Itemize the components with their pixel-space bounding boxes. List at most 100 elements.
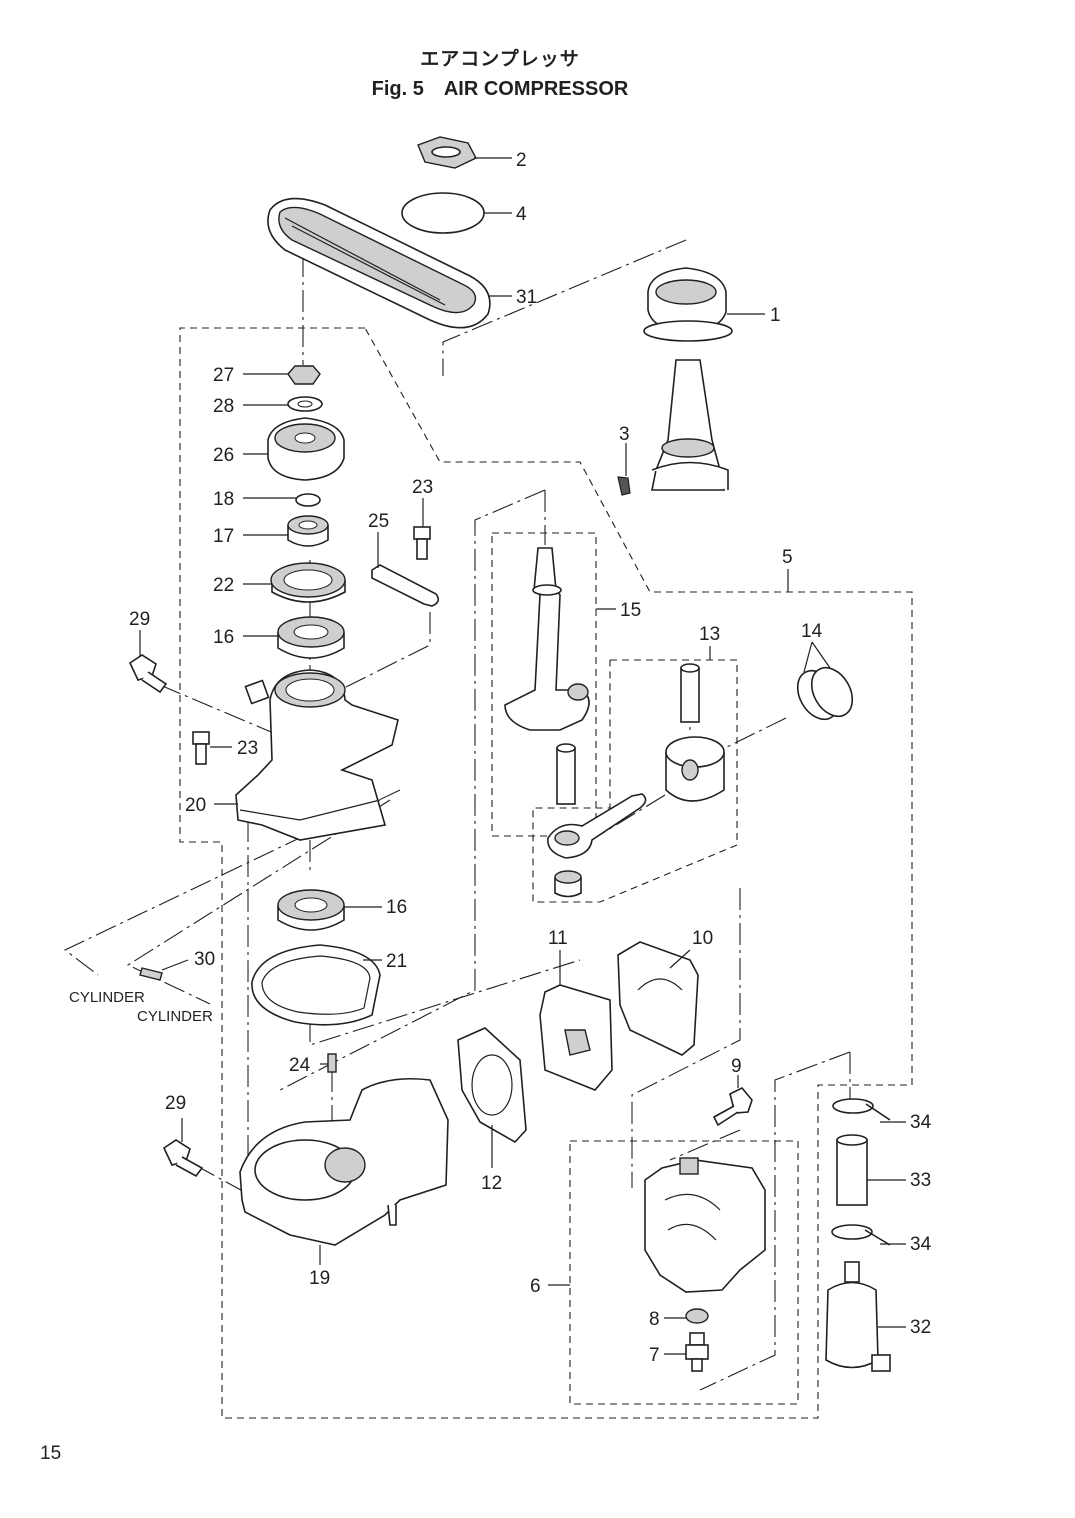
leader-lines: [139, 157, 906, 1355]
callout-16-upper: 16: [213, 627, 234, 648]
clip-34-lower: [831, 1224, 891, 1246]
bolt-29-lower: [162, 1139, 204, 1178]
plate-4: [401, 192, 485, 234]
axis-line: [126, 799, 391, 1005]
title-japanese: エアコンプレッサ: [420, 48, 580, 70]
assembly-5-boundary: [179, 327, 913, 1419]
callout-20: 20: [185, 795, 206, 816]
axis-line: [159, 684, 291, 741]
ring-18: [295, 493, 321, 507]
callout-33: 33: [910, 1170, 931, 1191]
callout-14: 14: [801, 621, 823, 642]
callout-2: 2: [516, 150, 527, 171]
tube-33: [836, 1134, 868, 1206]
gasket-10-contour: [637, 978, 683, 991]
callout-21: 21: [386, 951, 407, 972]
callout-25: 25: [368, 511, 389, 532]
cylinder-reference-2: CYLINDER: [137, 1008, 213, 1025]
gasket-10: [617, 941, 699, 1056]
seal-17: [287, 515, 329, 547]
piston-pin-13: [680, 667, 700, 723]
bearing-16-lower: [277, 889, 345, 931]
bolt-23-upper: [413, 526, 431, 560]
gasket-21-inner: [261, 955, 371, 1015]
callout-17: 17: [213, 526, 234, 547]
crankshaft-15: [504, 547, 590, 731]
callout-29-lower: 29: [165, 1093, 186, 1114]
valve-7: [685, 1332, 709, 1372]
needle-bearing: [554, 870, 582, 898]
callout-31: 31: [516, 287, 537, 308]
crankshaft-15-box: [491, 532, 597, 837]
nut-27: [287, 365, 321, 385]
callout-29-upper: 29: [129, 609, 150, 630]
callout-18: 18: [213, 489, 234, 510]
callout-1: 1: [770, 305, 781, 326]
piston-13-box: [532, 659, 738, 903]
callout-28: 28: [213, 396, 234, 417]
clip-34-upper: [832, 1098, 891, 1121]
callout-6: 6: [530, 1276, 541, 1297]
callout-10: 10: [692, 928, 713, 949]
callout-labels: 1 2 3 4 5 6 7 8 9 10 11 12 13 14 15 16 1…: [69, 150, 932, 1366]
gasket-21: [251, 944, 381, 1026]
nut-2-bore: [431, 146, 461, 158]
bearing-22: [270, 562, 346, 603]
callout-32: 32: [910, 1317, 931, 1338]
axis-line: [442, 239, 687, 376]
callout-8: 8: [649, 1309, 660, 1330]
ring-14-b: [810, 666, 854, 718]
callout-9: 9: [731, 1056, 742, 1077]
callout-12: 12: [481, 1173, 502, 1194]
callout-7: 7: [649, 1345, 660, 1366]
gasket-12-bore: [471, 1054, 513, 1116]
seal-8: [685, 1308, 709, 1324]
title-english: Fig. 5 AIR COMPRESSOR: [371, 78, 629, 100]
callout-13: 13: [699, 624, 720, 645]
callout-19: 19: [309, 1268, 330, 1289]
shaft-assembly: [651, 359, 729, 491]
page-number: 15: [40, 1443, 62, 1464]
callout-24: 24: [289, 1055, 311, 1076]
connecting-rod: [547, 793, 647, 859]
piston-pin-13-top: [680, 663, 700, 673]
bolt-29-upper: [128, 654, 168, 694]
callout-22: 22: [213, 575, 234, 596]
axis-line: [319, 612, 431, 701]
axis-line: [699, 1051, 851, 1391]
callout-4: 4: [516, 204, 527, 225]
pin-15-lower: [556, 747, 576, 805]
callout-15: 15: [620, 600, 641, 621]
callout-11: 11: [548, 928, 568, 949]
axis-line: [279, 489, 546, 1091]
timing-belt-31: [267, 197, 491, 329]
axis-line: [669, 1129, 741, 1161]
bolt-9: [712, 1087, 753, 1127]
callout-5: 5: [782, 547, 793, 568]
callout-3: 3: [619, 424, 630, 445]
cylinder-reference-1: CYLINDER: [69, 989, 145, 1006]
piston-13: [665, 736, 725, 802]
head-6: [644, 1157, 766, 1293]
bearing-16-upper: [277, 616, 345, 659]
callout-30: 30: [194, 949, 215, 970]
callout-23-lower: 23: [237, 738, 258, 759]
callout-16-lower: 16: [386, 897, 407, 918]
callout-26: 26: [213, 445, 234, 466]
cylinder-19: [239, 1077, 449, 1246]
gear-26: [267, 417, 345, 481]
axis-line: [63, 789, 401, 976]
callout-23-upper: 23: [412, 477, 433, 498]
axis-line: [309, 959, 581, 1046]
filter-32: [825, 1261, 891, 1372]
head-6-box: [569, 1140, 799, 1405]
key-3: [617, 476, 631, 496]
link-25: [371, 564, 440, 607]
callout-34-upper: 34: [910, 1112, 932, 1133]
housing-20: [235, 669, 399, 841]
pin-30: [139, 967, 163, 981]
axis-line: [631, 888, 741, 1188]
pulley-1: [643, 267, 733, 342]
callout-27: 27: [213, 365, 234, 386]
